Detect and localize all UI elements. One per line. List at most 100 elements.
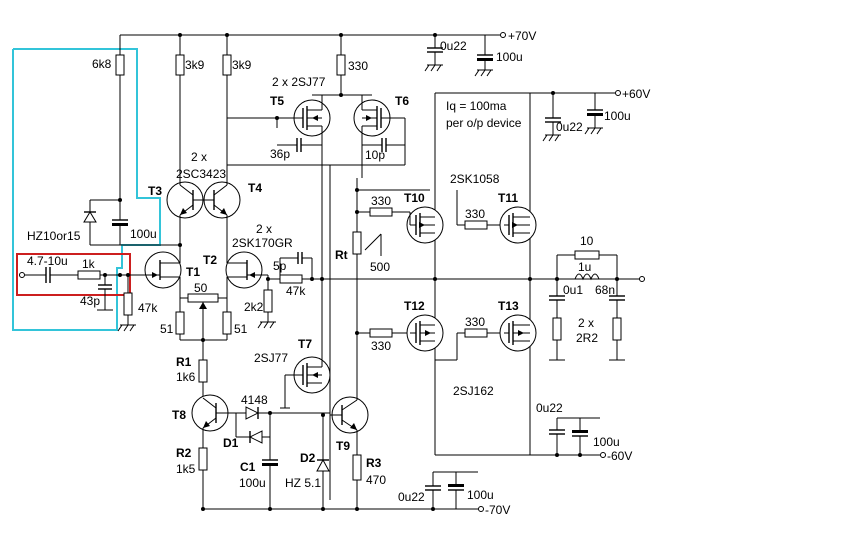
mosfet-t12 — [406, 314, 444, 352]
label-hz51: HZ 5.1 — [285, 476, 321, 490]
label-47k-fb: 47k — [286, 284, 306, 298]
resistor-330-top — [336, 35, 346, 95]
cap-input — [25, 267, 78, 283]
label-t1: T1 — [186, 265, 200, 279]
resistor-r2 — [198, 447, 208, 509]
cap-100u-pos60 — [584, 93, 603, 135]
resistor-330-t13 — [435, 328, 504, 361]
label-t3t4-b: 2SC3423 — [176, 167, 226, 181]
zener-d2 — [316, 415, 330, 509]
bjt-t8 — [191, 394, 246, 432]
resistor-330-t10 — [357, 207, 410, 217]
mosfet-t7 — [280, 279, 331, 409]
label-t11: T11 — [498, 191, 518, 205]
bjt-t4 — [203, 165, 241, 245]
label-330-t11: 330 — [465, 207, 485, 221]
label-1u: 1u — [578, 260, 591, 274]
cap-0u22-neg60 — [549, 417, 600, 455]
input-terminal — [19, 272, 25, 278]
rail-label-neg70: -70V — [485, 503, 510, 517]
label-d2: D2 — [300, 451, 316, 465]
label-t12: T12 — [404, 299, 425, 313]
label-t3t4-a: 2 x — [191, 150, 207, 164]
label-0u22-neg70: 0u22 — [398, 490, 425, 504]
note-iq: Iq = 100ma — [446, 99, 507, 113]
label-5p: 5p — [273, 259, 287, 273]
label-100u-neg70: 100u — [467, 488, 494, 502]
resistor-rt — [352, 231, 382, 256]
label-t7: T7 — [298, 337, 312, 351]
cap-0u22-top — [424, 35, 443, 72]
label-r1: R1 — [176, 355, 192, 369]
label-0u1: 0u1 — [563, 283, 583, 297]
cap-43p — [97, 275, 113, 311]
label-t5: T5 — [270, 94, 284, 108]
cap-100u-top — [474, 35, 493, 77]
label-4148: 4148 — [241, 393, 268, 407]
label-2r2: 2R2 — [576, 331, 598, 345]
label-zener-fb: HZ10or15 — [27, 229, 81, 243]
label-t5t6-part: 2 x 2SJ77 — [272, 75, 326, 89]
feedback-network-outline — [12, 48, 161, 331]
label-r2: R2 — [176, 446, 192, 460]
label-t8: T8 — [172, 408, 186, 422]
label-t13: T13 — [498, 299, 519, 313]
label-t7-part: 2SJ77 — [254, 351, 288, 365]
zener-fb — [83, 199, 180, 246]
cap-5p — [279, 252, 313, 279]
label-68n: 68n — [595, 283, 615, 297]
cap-36p — [277, 138, 322, 152]
label-c1: C1 — [240, 460, 256, 474]
bjt-t3 — [166, 165, 204, 245]
label-1k5: 1k5 — [176, 462, 196, 476]
label-50: 50 — [194, 281, 208, 295]
label-2k2: 2k2 — [244, 300, 264, 314]
cap-100u-fb — [112, 200, 128, 245]
resistor-3k9-right — [222, 35, 232, 165]
label-0u22-pos60: 0u22 — [556, 120, 583, 134]
jfet-t2 — [225, 245, 268, 310]
label-51-left: 51 — [160, 322, 174, 336]
cap-100u-neg60 — [572, 418, 588, 455]
resistor-3k9-left — [175, 35, 185, 165]
label-36p: 36p — [270, 147, 290, 161]
mosfet-t10 — [406, 206, 444, 244]
label-t4: T4 — [248, 181, 262, 195]
label-10: 10 — [580, 234, 594, 248]
resistor-51-left — [175, 298, 185, 340]
mosfet-t5 — [277, 95, 331, 145]
rail-label-pos70: +70V — [508, 29, 536, 43]
rail-label-pos60: +60V — [622, 87, 650, 101]
label-330-top: 330 — [348, 59, 368, 73]
label-d1: D1 — [223, 436, 239, 450]
label-c1-value: 100u — [239, 476, 266, 490]
label-100u-top: 100u — [496, 50, 523, 64]
label-43p: 43p — [80, 294, 100, 308]
rail-neg70 — [203, 506, 484, 512]
resistor-330-t12 — [357, 328, 410, 338]
label-t1t2-a: 2 x — [256, 222, 272, 236]
mosfet-t11 — [499, 206, 537, 244]
label-3k9-right: 3k9 — [232, 58, 252, 72]
label-t10t11-part: 2SK1058 — [450, 172, 500, 186]
label-100u-neg60: 100u — [593, 435, 620, 449]
label-t1t2-b: 2SK170GR — [232, 236, 293, 250]
resistor-51-right — [222, 298, 232, 340]
bjt-t9 — [330, 380, 369, 455]
rail-pos60 — [435, 90, 621, 96]
cap-100u-neg70 — [448, 472, 464, 509]
note-per-device: per o/p device — [446, 116, 522, 130]
mosfet-t6 — [353, 95, 405, 145]
label-100u-fb: 100u — [130, 227, 157, 241]
label-6k8: 6k8 — [92, 57, 112, 71]
label-3k9-left: 3k9 — [185, 58, 205, 72]
label-2x: 2 x — [578, 316, 594, 330]
output-network — [549, 250, 645, 361]
cap-10p — [362, 118, 406, 165]
label-1k: 1k — [82, 257, 96, 271]
resistor-r1 — [198, 359, 208, 398]
label-10p: 10p — [365, 148, 385, 162]
junction-dots — [103, 33, 619, 511]
resistor-47k-input — [117, 275, 136, 332]
